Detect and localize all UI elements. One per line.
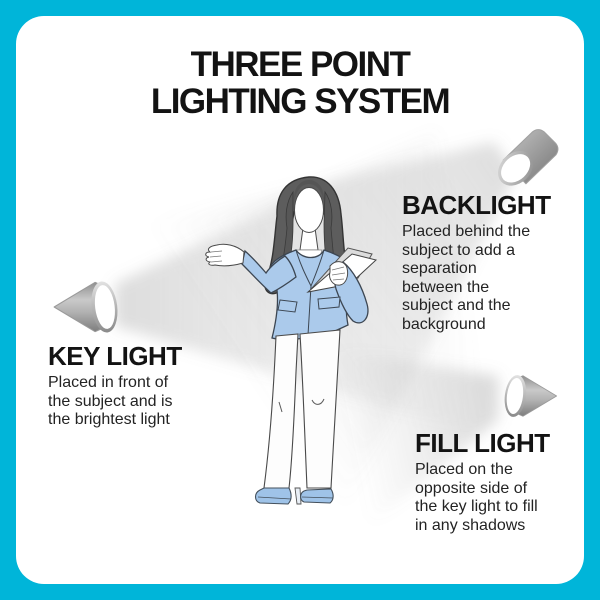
key-light-block: KEY LIGHT Placed in front of the subject… <box>48 343 228 430</box>
fill-light-description: Placed on the opposite side of the key l… <box>415 461 538 534</box>
right-hand-fingers <box>209 250 223 263</box>
title-line-1: THREE POINT <box>190 45 411 84</box>
pocket-left <box>277 299 298 313</box>
fill-light-block: FILL LIGHT Placed on the opposite side o… <box>415 430 580 535</box>
knee-creases <box>278 398 325 413</box>
fill-light-spotlight-icon <box>504 375 558 417</box>
key-light-description: Placed in front of the subject and is th… <box>48 374 173 429</box>
left-hand <box>329 261 349 286</box>
right-arm <box>241 249 297 294</box>
backlight-spotlight-icon <box>498 129 559 186</box>
fill-light-label: FILL LIGHT <box>415 428 550 458</box>
backlight-label: BACKLIGHT <box>402 190 551 220</box>
page-title: THREE POINT LIGHTING SYSTEM <box>16 46 584 120</box>
backlight-block: BACKLIGHT Placed behind the subject to a… <box>402 192 572 335</box>
shoe-left <box>254 487 292 505</box>
pocket-right <box>317 296 341 310</box>
shoe-left-platform <box>257 496 292 500</box>
key-light-label: KEY LIGHT <box>48 341 182 371</box>
shoe-right <box>300 488 334 504</box>
shoe-heel <box>294 487 302 505</box>
presenter-woman-illustration <box>205 176 378 505</box>
backlight-description: Placed behind the subject to add a separ… <box>402 223 531 333</box>
left-hand-fingers <box>331 266 346 281</box>
pants-left-leg <box>263 333 299 489</box>
hair-front-top <box>293 180 325 202</box>
pants-right-leg <box>299 329 341 489</box>
infographic-card: THREE POINT LIGHTING SYSTEM BACKLIGHT Pl… <box>16 16 584 584</box>
face <box>294 187 324 233</box>
shoe-right-platform <box>301 496 334 499</box>
title-line-2: LIGHTING SYSTEM <box>150 82 451 121</box>
right-hand <box>205 243 245 267</box>
fill-light-beam <box>332 350 498 528</box>
key-light-spotlight-icon <box>53 281 118 333</box>
